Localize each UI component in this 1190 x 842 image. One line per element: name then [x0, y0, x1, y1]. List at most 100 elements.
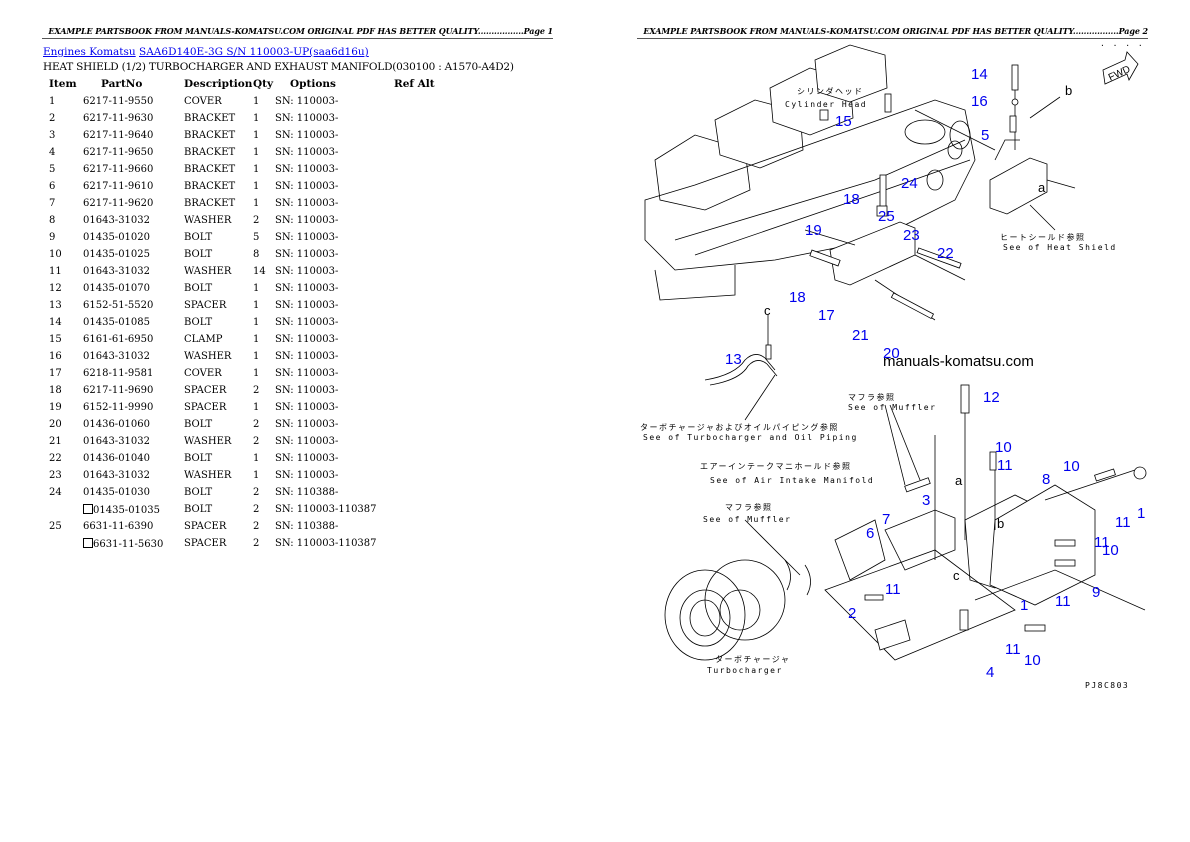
svg-text:6: 6 [866, 525, 874, 542]
cell-refalt [394, 263, 444, 280]
cell-options: SN: 110003- [275, 317, 339, 328]
svg-text:11: 11 [1005, 641, 1021, 658]
cell-qty: 1 [253, 300, 260, 311]
cell-partno: 01435-01035 [83, 501, 184, 518]
svg-text:シリンダヘッド: シリンダヘッド [797, 86, 864, 96]
cell-options: SN: 110003- [275, 96, 339, 107]
cell-options: SN: 110003- [275, 283, 339, 294]
cell-refalt [394, 382, 444, 399]
cell-item: 15 [49, 334, 62, 345]
cell-partno: 6217-11-9640 [83, 130, 154, 141]
table-row: 11 01643-31032 WASHER 14 SN: 110003- [44, 263, 444, 280]
cell-qty: 1 [253, 317, 260, 328]
cell-item: 12 [49, 283, 62, 294]
cell-qty: 2 [253, 521, 260, 532]
svg-text:10: 10 [1024, 652, 1041, 669]
svg-text:· · · · · · ·: · · · · · · · [1100, 41, 1150, 50]
cell-item: 1 [49, 96, 56, 107]
cell-partno: 6217-11-9620 [83, 198, 154, 209]
cell-item [44, 535, 83, 552]
cell-qty: 2 [253, 487, 260, 498]
cell-refalt [394, 178, 444, 195]
cell-partno: 01435-01085 [83, 317, 151, 328]
cell-item: 9 [49, 232, 56, 243]
cell-qty: 1 [253, 334, 260, 345]
cell-item: 22 [49, 453, 62, 464]
svg-text:c: c [953, 568, 960, 583]
cell-partno: 01643-31032 [83, 470, 151, 481]
cell-qty: 14 [253, 266, 266, 277]
cell-options: SN: 110003- [275, 249, 339, 260]
svg-text:See of Turbocharger and Oil Pi: See of Turbocharger and Oil Piping [643, 433, 858, 442]
cell-options: SN: 110388- [275, 487, 339, 498]
exploded-parts-diagram: · · · · · · · FWD シリンダ [635, 40, 1181, 700]
svg-text:12: 12 [983, 389, 1000, 406]
cell-options: SN: 110388- [275, 521, 339, 532]
svg-text:23: 23 [903, 227, 920, 244]
fwd-arrow-icon: · · · · · · · FWD [1100, 41, 1181, 85]
cell-partno: 6631-11-5630 [83, 535, 184, 552]
cell-options: SN: 110003- [275, 334, 339, 345]
cell-partno: 01435-01020 [83, 232, 151, 243]
svg-text:20: 20 [883, 345, 900, 362]
svg-text:7: 7 [882, 511, 890, 528]
svg-text:ターボチャージャおよびオイルパイピング参照: ターボチャージャおよびオイルパイピング参照 [640, 422, 839, 432]
cell-description: WASHER [184, 266, 232, 277]
cell-qty: 1 [253, 198, 260, 209]
cell-description: BRACKET [184, 147, 236, 158]
cell-partno: 6218-11-9581 [83, 368, 154, 379]
cell-options: SN: 110003- [275, 266, 339, 277]
svg-text:See of Muffler: See of Muffler [848, 403, 936, 412]
svg-text:c: c [764, 303, 771, 318]
svg-text:2: 2 [848, 605, 856, 622]
svg-text:a: a [955, 473, 963, 488]
cell-description: WASHER [184, 215, 232, 226]
page-2: EXAMPLE PARTSBOOK FROM MANUALS-KOMATSU.C… [595, 0, 1190, 842]
cell-options: SN: 110003- [275, 351, 339, 362]
cell-qty: 5 [253, 232, 260, 243]
svg-text:22: 22 [937, 245, 954, 262]
cell-item: 5 [49, 164, 56, 175]
cell-refalt [394, 127, 444, 144]
cell-qty: 1 [253, 164, 260, 175]
cell-refalt [394, 484, 444, 501]
cell-item: 6 [49, 181, 56, 192]
svg-text:マフラ参照: マフラ参照 [725, 502, 773, 512]
cell-partno: 01435-01030 [83, 487, 151, 498]
svg-text:10: 10 [1102, 542, 1119, 559]
svg-text:3: 3 [922, 492, 930, 509]
cell-refalt [394, 314, 444, 331]
spacer-13-and-pipe [704, 315, 778, 421]
cell-qty: 1 [253, 113, 260, 124]
cell-partno: 01643-31032 [83, 266, 151, 277]
cell-refalt [394, 365, 444, 382]
cell-options: SN: 110003- [275, 436, 339, 447]
cell-refalt [394, 416, 444, 433]
cell-item: 8 [49, 215, 56, 226]
cell-item: 2 [49, 113, 56, 124]
svg-text:ターボチャージャ: ターボチャージャ [715, 655, 790, 664]
svg-text:マフラ参照: マフラ参照 [848, 392, 896, 402]
svg-text:See of Air Intake Manifold: See of Air Intake Manifold [710, 476, 874, 485]
engine-block-drawing [644, 44, 976, 301]
cell-description: BOLT [184, 283, 213, 294]
cell-description: COVER [184, 96, 222, 107]
cell-refalt [394, 433, 444, 450]
cell-description: BOLT [184, 317, 213, 328]
svg-text:8: 8 [1042, 471, 1050, 488]
svg-text:24: 24 [901, 175, 918, 192]
cell-partno: 01436-01060 [83, 419, 151, 430]
cell-refalt [394, 144, 444, 161]
breadcrumb-link-model[interactable]: SAA6D140E-3G S/N 110003-UP(saa6d16u) [139, 46, 369, 58]
breadcrumb-link-engines-komatsu[interactable]: Engines Komatsu [43, 46, 136, 58]
cell-item: 11 [49, 266, 62, 277]
cell-qty: 1 [253, 96, 260, 107]
